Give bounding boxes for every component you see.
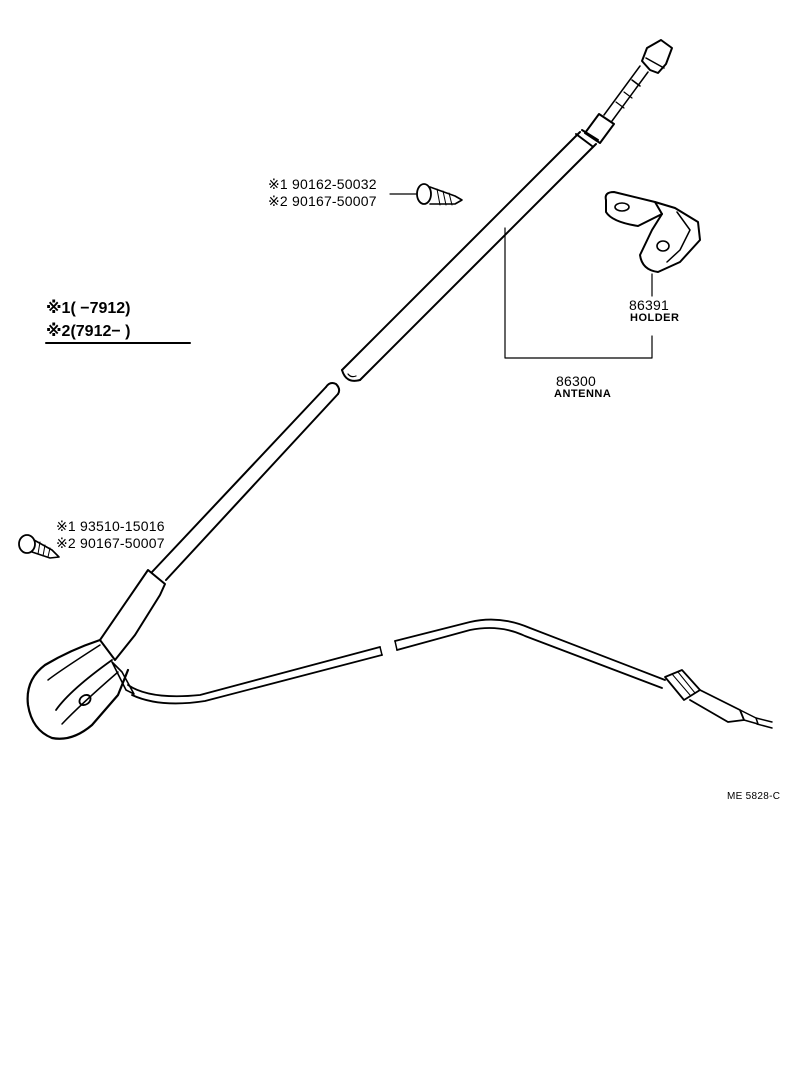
telescopic-rod (603, 65, 649, 122)
bottom-screw-part-1: ※1 93510-15016 (56, 518, 165, 534)
holder-part-number: 86391 (629, 297, 669, 313)
mount-base (26, 569, 166, 740)
legend-range-1: ( −7912) (70, 300, 131, 317)
bottom-screw (18, 534, 60, 559)
leader-lines (389, 193, 653, 359)
upper-mast-section (341, 113, 615, 382)
antenna-tip (641, 39, 673, 74)
bottom-screw-part-2: ※2 90167-50007 (56, 535, 165, 551)
antenna-name: ANTENNA (554, 388, 612, 400)
lower-mast-section (151, 382, 341, 581)
coax-cable (127, 618, 666, 705)
legend-mark-2: ※2 (46, 323, 71, 340)
top-screw (416, 183, 463, 206)
legend-range-2: (7912− ) (70, 323, 131, 340)
holder-name: HOLDER (630, 312, 680, 324)
holder-bracket (604, 191, 701, 273)
legend-row-1: ※1( −7912) (46, 301, 131, 317)
plug-connector (664, 669, 773, 729)
antenna-part-number: 86300 (556, 373, 596, 389)
top-screw-part-2: ※2 90167-50007 (268, 193, 377, 209)
top-screw-part-1: ※1 90162-50032 (268, 176, 377, 192)
legend-row-2: ※2(7912− ) (46, 324, 131, 340)
figure-code: ME 5828-C (727, 791, 781, 802)
legend-mark-1: ※1 (46, 300, 71, 317)
